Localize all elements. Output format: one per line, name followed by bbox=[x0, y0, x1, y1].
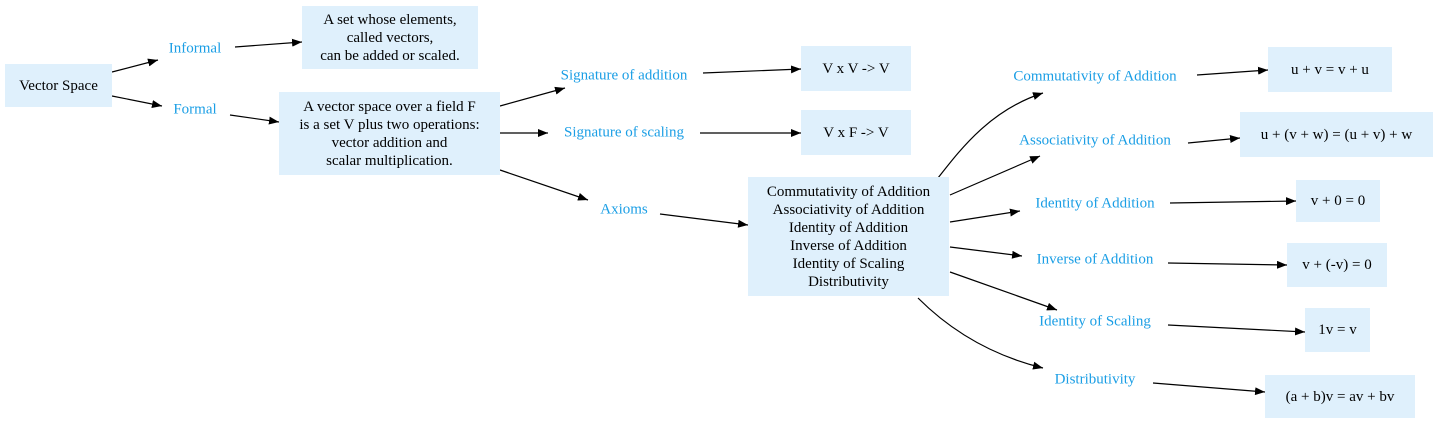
edge-label-informal: Informal bbox=[168, 40, 222, 57]
edge-formal-axioms bbox=[499, 169, 589, 201]
edge-idscale-formula bbox=[1167, 324, 1306, 336]
node-text: v + (-v) = 0 bbox=[1302, 257, 1372, 273]
edge-vs-formal bbox=[111, 95, 163, 108]
node-line: Commutativity of Addition bbox=[766, 183, 931, 200]
edge-label-identity-add: Identity of Addition bbox=[1035, 195, 1155, 212]
node-text: 1v = v bbox=[1318, 322, 1357, 338]
node-line: Identity of Scaling bbox=[792, 255, 905, 272]
node-text: u + v = v + u bbox=[1291, 61, 1369, 78]
node-line: called vectors, bbox=[346, 29, 434, 46]
edge-informal-def bbox=[234, 38, 303, 48]
edge-label-axioms: Axioms bbox=[600, 201, 648, 218]
edge-dist-formula bbox=[1152, 382, 1266, 396]
edge-comm-formula bbox=[1196, 66, 1269, 76]
edge-axioms-idadd bbox=[949, 208, 1021, 223]
edge-formal-def bbox=[229, 114, 280, 125]
edge-label-sig-scale: Signature of scaling bbox=[564, 124, 684, 141]
node-line: Identity of Addition bbox=[788, 219, 909, 236]
edge-label-distributivity: Distributivity bbox=[1054, 371, 1136, 388]
edge-inv-formula bbox=[1167, 260, 1288, 269]
node-text: (a + b)v = av + bv bbox=[1285, 388, 1395, 405]
node-line: Distributivity bbox=[808, 273, 889, 290]
node-line: Associativity of Addition bbox=[772, 201, 925, 218]
edge-label-formal: Formal bbox=[173, 101, 217, 118]
node-formula-inverse-add: v + (-v) = 0 bbox=[1287, 243, 1387, 287]
node-axioms: Commutativity of Addition Associativity … bbox=[748, 177, 949, 296]
node-text: u + (v + w) = (u + v) + w bbox=[1260, 126, 1413, 143]
node-formula-identity-scale: 1v = v bbox=[1305, 308, 1370, 352]
node-text: v + 0 = 0 bbox=[1310, 193, 1366, 209]
edge-sigadd-box bbox=[702, 65, 802, 74]
node-text: V x V -> V bbox=[822, 60, 890, 77]
edge-axioms-assoc bbox=[949, 155, 1041, 196]
node-line: A set whose elements, bbox=[323, 11, 457, 28]
node-sig-add: V x V -> V bbox=[801, 46, 911, 91]
edge-label-associativity: Associativity of Addition bbox=[1019, 132, 1171, 149]
node-sig-scale: V x F -> V bbox=[801, 110, 911, 155]
node-vector-space: Vector Space bbox=[5, 64, 112, 107]
node-formula-commutativity: u + v = v + u bbox=[1268, 47, 1392, 92]
edge-axioms-comm bbox=[937, 92, 1044, 179]
edge-label-sig-add: Signature of addition bbox=[560, 67, 688, 84]
node-line: can be added or scaled. bbox=[320, 47, 460, 64]
edge-axioms-idscale bbox=[949, 271, 1058, 311]
edge-vs-informal bbox=[111, 58, 159, 73]
node-formal-definition: A vector space over a field F is a set V… bbox=[279, 92, 500, 175]
node-text: V x F -> V bbox=[823, 124, 889, 141]
edge-label-identity-scale: Identity of Scaling bbox=[1039, 313, 1151, 330]
edge-assoc-formula bbox=[1187, 134, 1241, 144]
edge-axioms-box bbox=[659, 213, 749, 228]
edge-idadd-formula bbox=[1169, 197, 1297, 206]
edge-label-commutativity: Commutativity of Addition bbox=[1013, 68, 1177, 85]
node-line: is a set V plus two operations: bbox=[299, 116, 480, 133]
node-formula-identity-add: v + 0 = 0 bbox=[1296, 180, 1380, 222]
node-text: Vector Space bbox=[19, 77, 98, 94]
node-line: Inverse of Addition bbox=[790, 237, 907, 254]
node-formula-associativity: u + (v + w) = (u + v) + w bbox=[1240, 112, 1433, 157]
node-line: vector addition and bbox=[331, 134, 448, 151]
edge-axioms-dist bbox=[917, 297, 1044, 370]
edge-axioms-inv bbox=[949, 246, 1023, 259]
node-line: scalar multiplication. bbox=[326, 152, 453, 169]
node-informal-definition: A set whose elements, called vectors, ca… bbox=[302, 6, 478, 69]
edge-formal-sigadd bbox=[499, 86, 566, 107]
edge-label-inverse-add: Inverse of Addition bbox=[1036, 251, 1154, 268]
node-line: A vector space over a field F bbox=[303, 98, 476, 115]
node-formula-distributivity: (a + b)v = av + bv bbox=[1265, 375, 1415, 418]
